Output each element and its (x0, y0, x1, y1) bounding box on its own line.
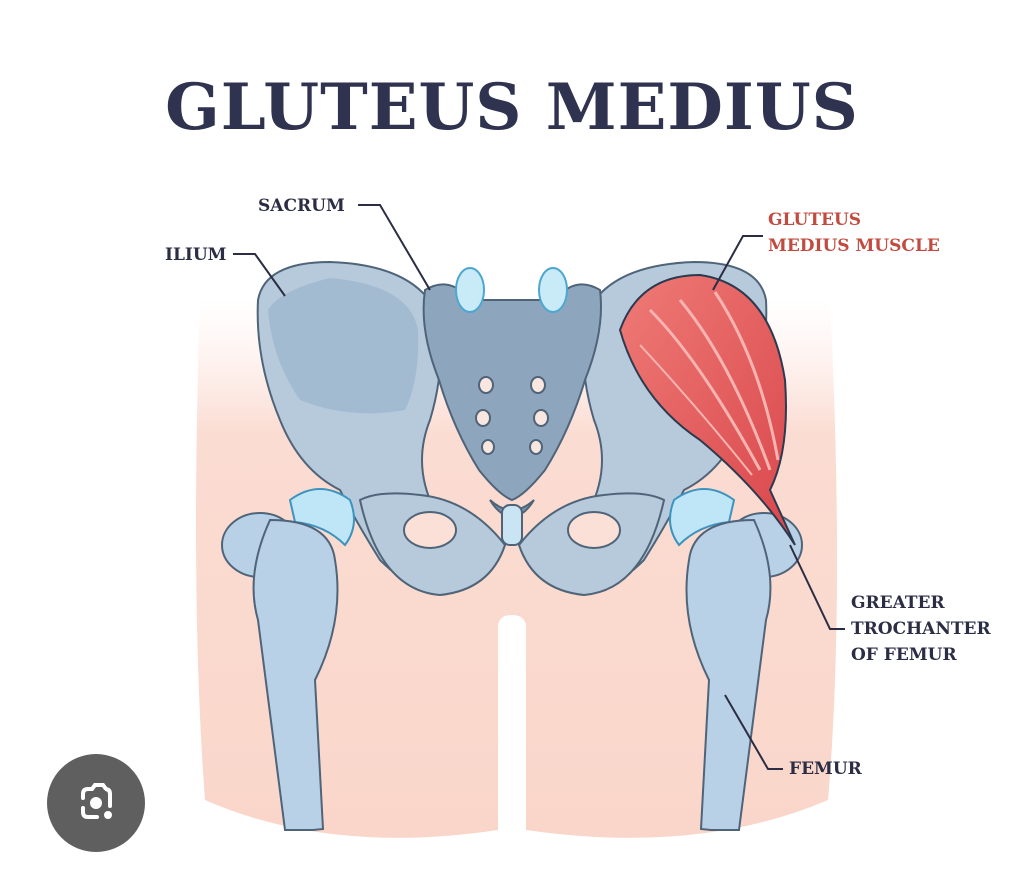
label-greater-trochanter-line3: OF FEMUR (851, 645, 957, 665)
google-lens-button[interactable] (47, 754, 145, 852)
left-femur (221, 512, 339, 831)
sacrum (422, 267, 602, 546)
label-ilium: ILIUM (165, 245, 227, 265)
pubic-rami (358, 492, 666, 597)
page-title: GLUTEUS MEDIUS (165, 70, 859, 145)
label-greater-trochanter-line2: TROCHANTER (851, 619, 991, 639)
hip-cartilage (288, 488, 736, 547)
gluteus-medius-muscle (618, 273, 796, 546)
label-femur: FEMUR (789, 759, 862, 779)
label-gluteus-medius-line1: GLUTEUS (768, 210, 862, 230)
label-sacrum: SACRUM (258, 196, 345, 216)
google-lens-icon (81, 783, 112, 819)
label-gluteus-medius-line2: MEDIUS MUSCLE (768, 236, 940, 256)
leader-lines (233, 204, 845, 770)
label-greater-trochanter-line1: GREATER (851, 593, 945, 613)
